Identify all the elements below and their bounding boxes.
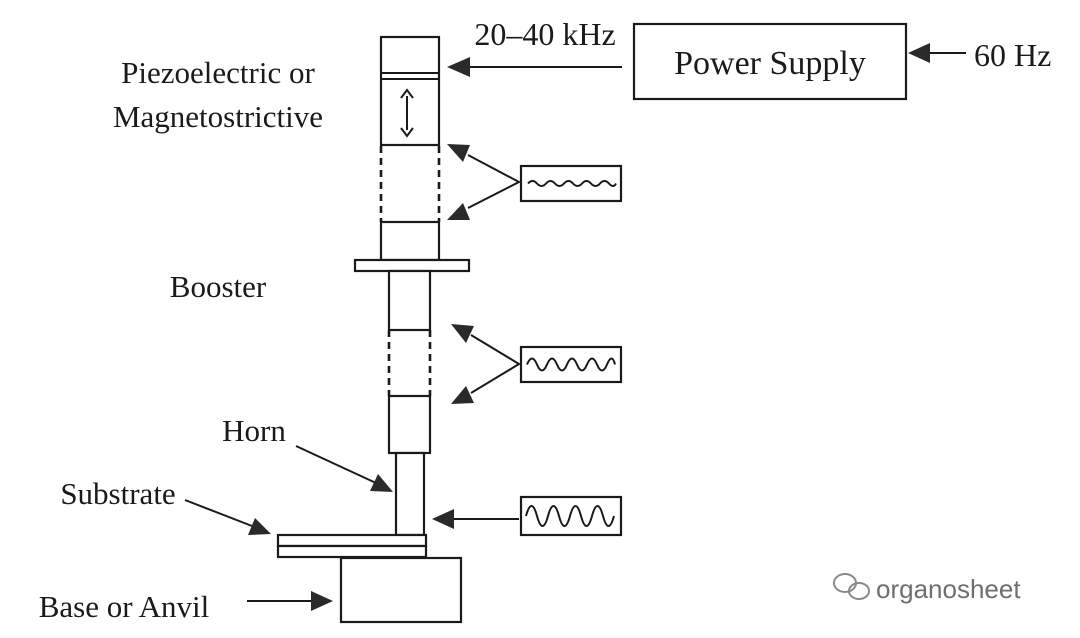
horn-label: Horn: [222, 413, 286, 448]
substrate-pointer-line: [184, 499, 253, 527]
substrate-label: Substrate: [60, 476, 175, 511]
waveform-booster: [526, 357, 616, 372]
horn-pointer-line: [295, 445, 377, 484]
waveform-pointer-transducer: [467, 154, 522, 209]
waveform-transducer: [527, 180, 617, 187]
transducer-lower-block: [379, 220, 441, 262]
waveform-pointer-head-lower: [451, 386, 474, 404]
transducer-label-line2: Magnetostrictive: [113, 99, 323, 134]
substrate-upper-plate: [276, 533, 428, 548]
booster-body: [387, 269, 432, 332]
vibration-arrow-top: [400, 88, 414, 99]
base-anvil: [339, 556, 463, 624]
waveform-pointer-booster: [470, 334, 521, 394]
base-label: Base or Anvil: [39, 589, 210, 624]
substrate-lower-plate: [276, 544, 428, 559]
power-supply-label: Power Supply: [674, 45, 866, 82]
transducer-body: [379, 35, 441, 147]
horn: [394, 451, 426, 537]
transducer-label-line1: Piezoelectric or: [121, 55, 315, 90]
output-arrow-head: [447, 57, 470, 77]
waveform-pointer-head-upper: [451, 324, 474, 343]
waveform-horn: [525, 505, 615, 527]
booster-label: Booster: [170, 269, 267, 304]
waveform-pointer-head-lower: [447, 203, 470, 220]
mains-frequency-label: 60 Hz: [974, 37, 1051, 73]
waveform-box-booster: [519, 345, 623, 384]
wechat-logo-icon: [833, 573, 870, 600]
booster-lower-block: [387, 394, 432, 455]
power-supply-box: [632, 22, 908, 101]
substrate-pointer-head: [248, 518, 271, 535]
booster-flange: [353, 258, 471, 273]
horn-pointer-head: [370, 474, 393, 492]
base-pointer-head: [311, 591, 333, 611]
waveform-pointer-head-upper: [447, 144, 470, 162]
output-frequency-label: 20–40 kHz: [474, 16, 615, 52]
waveform-pointer-head-horn: [432, 509, 454, 529]
mains-arrow-head: [908, 43, 930, 63]
watermark-text: organosheet: [876, 574, 1021, 604]
vibration-arrow-bottom: [400, 127, 414, 138]
